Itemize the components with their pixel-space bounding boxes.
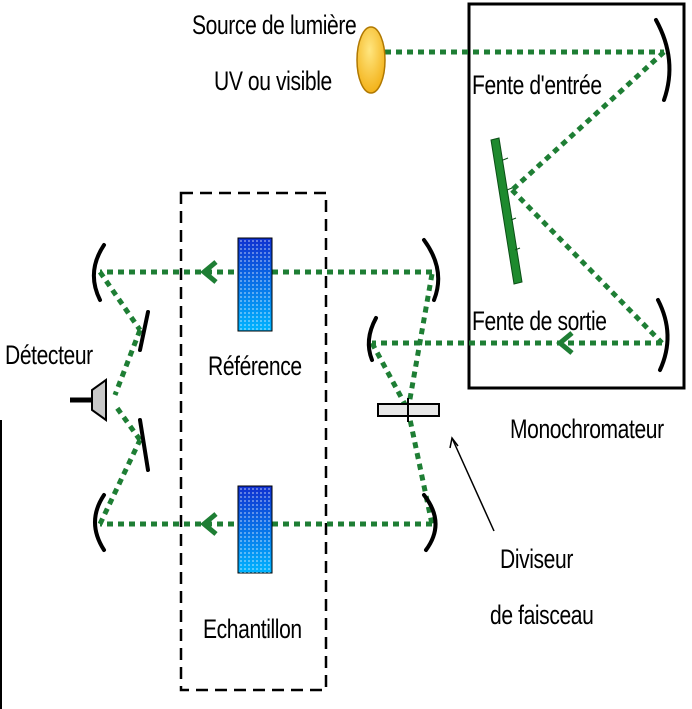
splitter-label-line2: de faisceau [490, 600, 594, 630]
entrance-slit-label: Fente d'entrée [472, 70, 602, 100]
splitter-mirror-icon [366, 316, 378, 362]
detector-mirror-bottom-icon [138, 418, 150, 472]
arrow-exit-icon [556, 331, 574, 355]
splitter-pointer-arrow-icon [449, 436, 459, 449]
arrow-reference-icon [200, 260, 218, 284]
sample-cell-icon [237, 485, 273, 574]
sample-compartment-box [179, 191, 328, 692]
sample-mirror-icon [422, 493, 438, 552]
beam-splitter-up [405, 273, 435, 411]
beam-ref-to-detector [112, 329, 143, 396]
reference-mirror-icon [422, 238, 441, 302]
sample-label: Echantillon [203, 614, 302, 644]
left-sample-mirror-icon [93, 493, 106, 552]
splitter-pointer-line [451, 437, 495, 532]
detector-mirror-top-icon [138, 310, 150, 352]
monochromator-box [467, 2, 686, 390]
beam-grating-to-mirror [510, 188, 664, 345]
reference-cell-icon [237, 237, 273, 332]
exit-slit-label: Fente de sortie [472, 306, 607, 336]
beam-sample-to-detector [112, 403, 143, 442]
splitter-label-line1: Diviseur [500, 544, 573, 574]
monochromator-label: Monochromateur [510, 414, 664, 444]
beam-sample-to-mirror [97, 438, 143, 526]
light-path [97, 49, 666, 527]
beam-splitter-icon [377, 398, 440, 422]
light-source-icon [356, 26, 386, 94]
left-ref-mirror-icon [92, 243, 106, 302]
detector-label: Détecteur [5, 340, 93, 370]
reference-label: Référence [208, 351, 302, 381]
beam-to-splitter [369, 341, 411, 412]
beam-to-grating [510, 50, 666, 192]
beam-ref-to-mirror [97, 270, 143, 332]
focusing-mirror-icon [656, 298, 670, 372]
collimating-mirror-icon [654, 18, 672, 102]
source-label-line1: Source de lumière [192, 10, 357, 40]
direction-arrows [200, 260, 574, 536]
beam-splitter-down [405, 409, 435, 525]
detector-icon [70, 378, 107, 422]
diffraction-grating-icon [490, 137, 523, 285]
arrow-sample-icon [200, 512, 218, 536]
source-label-line2: UV ou visible [214, 66, 332, 96]
